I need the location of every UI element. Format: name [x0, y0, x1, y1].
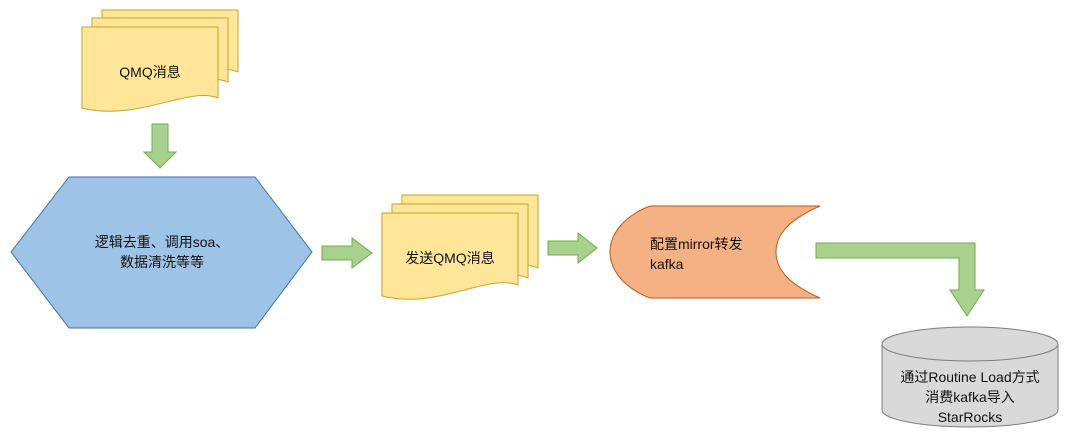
- mirror-label: 配置mirror转发 kafka: [650, 232, 800, 276]
- starrocks-label: 通过Routine Load方式 消费kafka导入 StarRocks: [882, 366, 1058, 428]
- starrocks-cylinder: [881, 326, 1059, 428]
- doc-sheet-front: [381, 212, 519, 300]
- starrocks-label-line-1: 通过Routine Load方式: [900, 369, 1040, 385]
- qmq-source-document-stack: [81, 9, 239, 112]
- doc-sheet-front: [81, 26, 219, 112]
- arrow-right-2: [547, 231, 598, 265]
- cylinder-top: [881, 326, 1059, 362]
- mirror-label-line-2: kafka: [650, 256, 684, 272]
- processing-hexagon: [10, 176, 313, 329]
- send-qmq-document-stack: [381, 194, 539, 300]
- send-qmq-label: 发送QMQ消息: [405, 250, 495, 266]
- mirror-shape: [609, 205, 821, 299]
- processing-label-line-1: 逻辑去重、调用soa、: [94, 234, 230, 250]
- mirror-label-line-1: 配置mirror转发: [650, 236, 743, 252]
- processing-label: 逻辑去重、调用soa、 数据清洗等等: [40, 230, 284, 274]
- arrow-down: [142, 123, 178, 169]
- cylinder-body: [881, 344, 1059, 428]
- processing-label-line-2: 数据清洗等等: [120, 254, 204, 270]
- qmq-source-label: QMQ消息: [119, 64, 181, 80]
- arrow-right-1: [321, 237, 373, 269]
- arrow-elbow: [815, 242, 985, 317]
- starrocks-label-line-2: 消费kafka导入: [925, 389, 1015, 405]
- starrocks-label-line-3: StarRocks: [937, 409, 1003, 425]
